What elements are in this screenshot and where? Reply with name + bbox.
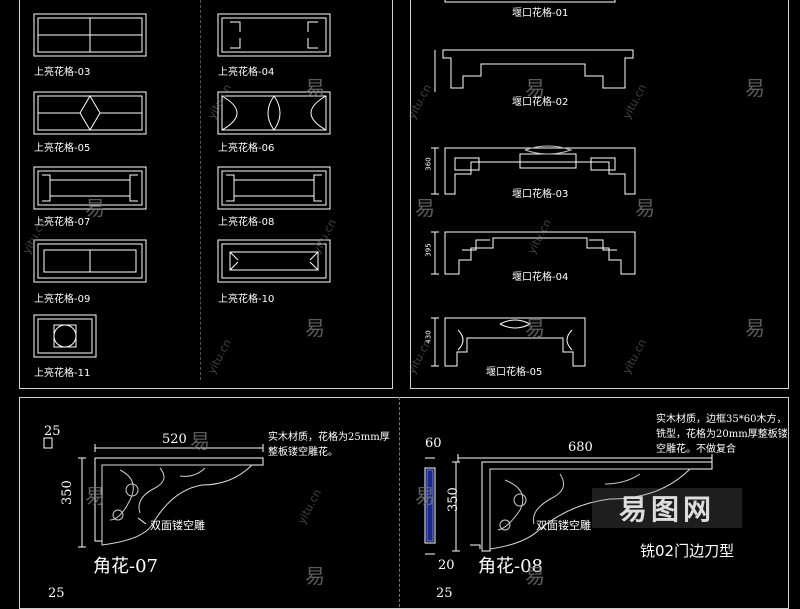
label-lattice-03: 上亮花格-03 — [34, 67, 91, 78]
note-corner-07: 实木材质，花格为25mm厚整板镂空雕花。 — [268, 432, 390, 458]
dim-350-left: 350 — [60, 480, 75, 505]
label-lattice-05: 上亮花格-05 — [34, 143, 91, 154]
panel-top-left — [19, 0, 393, 389]
lattice-07 — [33, 166, 147, 210]
dim-350-right: 350 — [446, 487, 461, 512]
dim-line-350 — [78, 457, 86, 548]
corner-bracket-07-carving — [101, 464, 254, 546]
watermark-char: 易 — [305, 76, 325, 100]
label-fascia-04: 堰口花格-04 — [512, 272, 569, 283]
label-fascia-01: 堰口花格-01 — [512, 8, 569, 19]
label-lattice-07: 上亮花格-07 — [34, 217, 91, 228]
dim-60: 60 — [425, 436, 442, 451]
fascia-05 — [444, 317, 586, 367]
label-fascia-03: 堰口花格-03 — [512, 189, 569, 200]
label-lattice-08: 上亮花格-08 — [218, 217, 275, 228]
label-lattice-06: 上亮花格-06 — [218, 143, 275, 154]
dim-fascia-03: 360 — [424, 157, 433, 171]
fascia-01 — [444, 0, 616, 3]
watermark-char: 易 — [525, 316, 545, 340]
watermark-char: 易 — [745, 316, 765, 340]
lattice-11 — [33, 314, 97, 358]
dim-25-bottom-left: 25 — [48, 586, 65, 601]
lattice-08 — [217, 166, 331, 210]
lattice-03 — [33, 13, 147, 57]
fascia-04 — [444, 231, 636, 275]
lattice-06 — [217, 91, 331, 135]
watermark-char: 易 — [305, 316, 325, 340]
watermark-char: 易 — [415, 484, 435, 508]
divider-top — [200, 0, 201, 380]
corner-bracket-08-carving — [489, 468, 692, 550]
watermark-char: 易 — [745, 76, 765, 100]
fascia-03 — [444, 147, 636, 195]
watermark-char: 易 — [85, 196, 105, 220]
watermark-char: 易 — [635, 196, 655, 220]
watermark-char: 易 — [525, 564, 545, 588]
dim-520: 520 — [162, 432, 187, 447]
callout-corner-07: 双面镂空雕 — [150, 519, 205, 532]
lattice-10 — [217, 239, 331, 283]
profile-section — [424, 467, 436, 544]
dim-25-bottom-right: 25 — [436, 586, 453, 601]
watermark-char: 易 — [85, 484, 105, 508]
callout-corner-08: 双面镂空雕 — [536, 519, 591, 532]
lattice-09 — [33, 239, 147, 283]
logo-caption: 铣02门边刀型 — [640, 542, 735, 560]
lattice-04 — [217, 13, 331, 57]
label-fascia-02: 堰口花格-02 — [512, 97, 569, 108]
watermark-char: 易 — [525, 76, 545, 100]
dim-680: 680 — [568, 440, 593, 455]
label-fascia-05: 堰口花格-05 — [486, 367, 543, 378]
dim-line-680 — [457, 454, 713, 462]
label-lattice-11: 上亮花格-11 — [34, 368, 91, 379]
dim-line-350-b — [452, 461, 460, 552]
watermark-char: 易 — [190, 429, 210, 453]
watermark-logo: 易图网 — [592, 488, 742, 528]
dim-line-520 — [94, 444, 264, 452]
dim-fascia-04: 395 — [424, 243, 433, 257]
title-corner-08: 角花-08 — [478, 556, 543, 577]
dim-20: 20 — [438, 558, 455, 573]
label-lattice-04: 上亮花格-04 — [218, 67, 275, 78]
watermark-char: 易 — [415, 196, 435, 220]
label-lattice-09: 上亮花格-09 — [34, 294, 91, 305]
panel-top-right — [410, 0, 789, 389]
label-lattice-10: 上亮花格-10 — [218, 294, 275, 305]
title-corner-07: 角花-07 — [93, 556, 158, 577]
fascia-02 — [442, 49, 634, 89]
divider-bottom — [399, 397, 400, 607]
watermark-char: 易 — [305, 564, 325, 588]
lattice-05 — [33, 91, 147, 135]
note-corner-08: 实木材质，边框35*60木方，铣型，花格为20mm厚整板镂空雕花。不做复合 — [656, 414, 788, 455]
dim-25-top-left: 25 — [44, 424, 61, 439]
